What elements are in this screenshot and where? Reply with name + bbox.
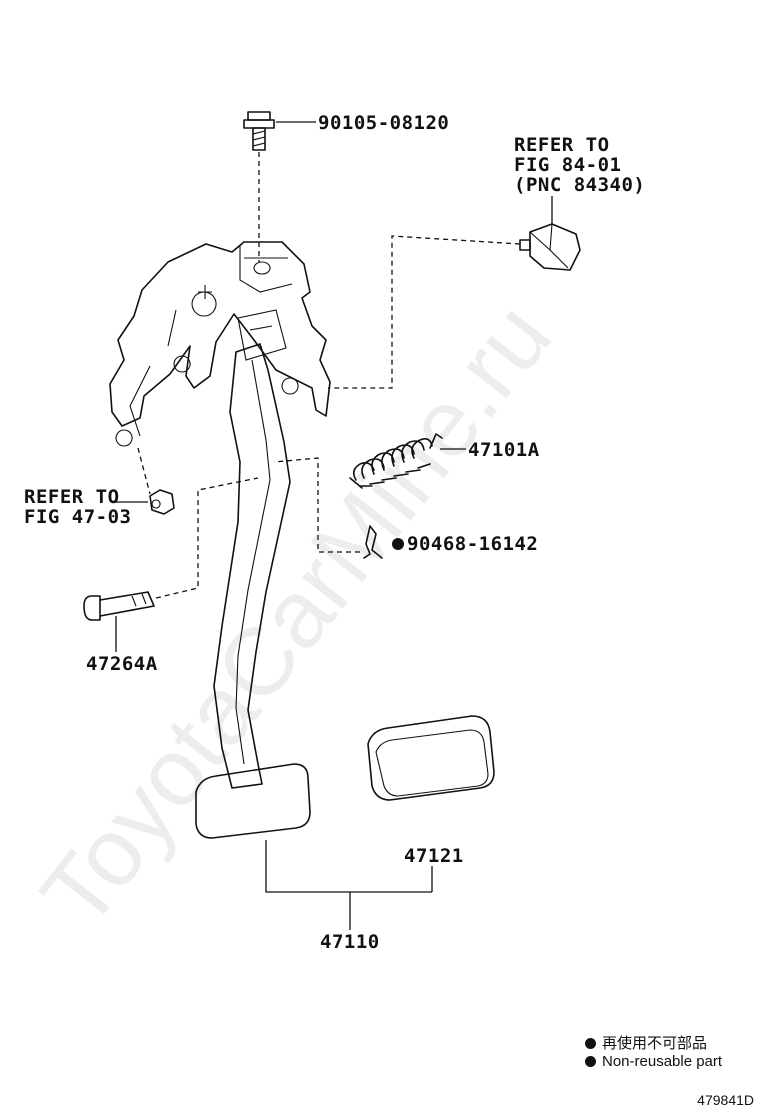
non-reusable-dot [392,538,404,550]
pin-guide [155,477,259,599]
assembly-leader [265,840,432,893]
nut-part [149,489,175,515]
figure-id: 479841D [697,1092,754,1108]
legend-dot-icon [585,1056,596,1067]
pedal-pad-part [367,715,495,801]
label-switch-ref: REFER TO FIG 84-01 (PNC 84340) [514,134,646,196]
label-nut-ref: REFER TO FIG 47-03 [24,486,132,528]
switch-guide [328,235,521,389]
legend-jp: 再使用不可部品 [585,1032,707,1053]
legend-jp-text: 再使用不可部品 [602,1035,708,1052]
bolt-part [243,111,275,151]
return-spring-part [349,433,443,489]
clip-guide [273,457,360,553]
label-spring: 47101A [468,439,540,461]
pedal-arm-part [195,343,311,839]
pin-part [83,591,155,621]
label-clip: 90468-16142 [407,533,539,555]
legend-en: Non-reusable part [585,1053,722,1070]
pedal-bracket-part [109,241,331,447]
legend-en-text: Non-reusable part [602,1053,723,1070]
clip-part [363,525,383,559]
label-pin: 47264A [86,653,158,675]
switch-part [519,223,581,271]
legend-dot-icon [585,1038,596,1049]
nut-guide [137,447,151,495]
label-pad: 47121 [404,845,464,867]
label-pedal-assy: 47110 [320,931,380,953]
label-bolt: 90105-08120 [318,112,450,134]
